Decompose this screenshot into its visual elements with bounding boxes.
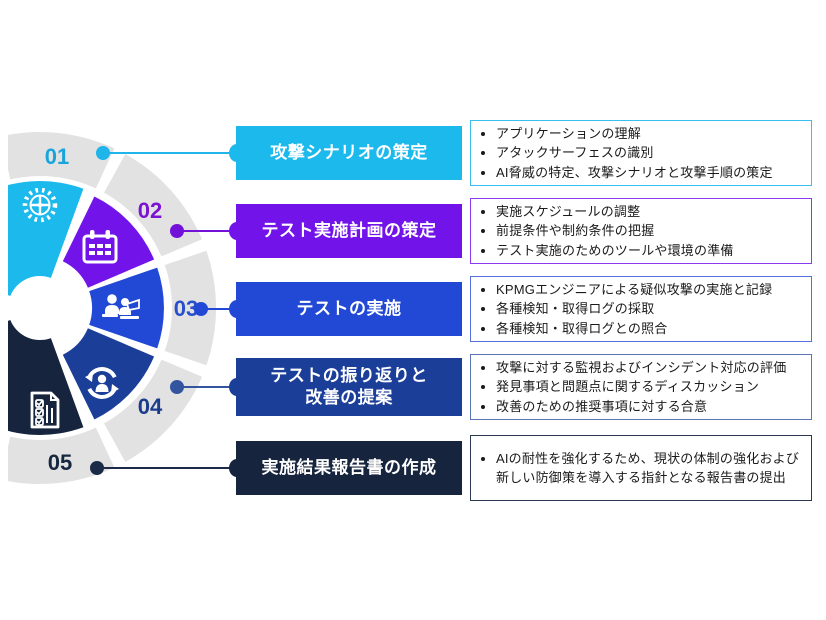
- bullet-item: アプリケーションの理解: [496, 124, 773, 144]
- step-4-details: 攻撃に対する監視およびインシデント対応の評価 発見事項と問題点に関するディスカッ…: [470, 354, 812, 420]
- step-1-details: アプリケーションの理解 アタックサーフェスの識別 AI脅威の特定、攻撃シナリオと…: [470, 120, 812, 186]
- step-1-title: 攻撃シナリオの策定: [270, 142, 428, 162]
- step-4-bullet-list: 攻撃に対する監視およびインシデント対応の評価 発見事項と問題点に関するディスカッ…: [479, 358, 786, 417]
- ring-arc: [8, 132, 115, 189]
- step-4-title-bar: テストの振り返りと 改善の提案: [236, 358, 462, 416]
- wheel-segment-4: [62, 328, 155, 420]
- step-number: 01: [45, 144, 69, 169]
- step-3-title: テストの実施: [296, 298, 402, 318]
- strategy-wheel-icon: [22, 187, 58, 223]
- connector-dot: [170, 224, 184, 238]
- step-2-details: 実施スケジュールの調整 前提条件や制約条件の把握 テスト実施のためのツールや環境…: [470, 198, 812, 264]
- calendar-icon: [82, 230, 118, 264]
- step-5-details: AIの耐性を強化するため、現状の体制の強化および新しい防御策を導入する指針となる…: [470, 435, 812, 501]
- connector-dot: [170, 380, 184, 394]
- bullet-item: アタックサーフェスの識別: [496, 143, 773, 163]
- team-workshop-icon: [102, 294, 140, 319]
- step-number: 02: [138, 198, 162, 223]
- step-2-bullet-list: 実施スケジュールの調整 前提条件や制約条件の把握 テスト実施のためのツールや環境…: [479, 202, 734, 261]
- bullet-item: AIの耐性を強化するため、現状の体制の強化および新しい防御策を導入する指針となる…: [496, 449, 801, 488]
- connector-dot: [194, 302, 208, 316]
- checklist-icon: [30, 391, 60, 429]
- connector-dot: [90, 461, 104, 475]
- ring-arc: [164, 250, 216, 366]
- step-5-title-bar: 実施結果報告書の作成: [236, 441, 462, 495]
- bullet-item: 改善のための推奨事項に対する合意: [496, 397, 786, 417]
- ring-arc: [8, 427, 115, 484]
- bullet-item: 前提条件や制約条件の把握: [496, 221, 734, 241]
- wheel-segment-5: [8, 320, 84, 435]
- connector-dot: [96, 146, 110, 160]
- step-3-bullet-list: KPMGエンジニアによる疑似攻撃の実施と記録 各種検知・取得ログの採取 各種検知…: [479, 280, 772, 339]
- bullet-item: 各種検知・取得ログの採取: [496, 299, 772, 319]
- refresh-person-icon: [85, 367, 119, 399]
- step-number: 04: [138, 394, 163, 419]
- step-2-title: テスト実施計画の策定: [261, 220, 437, 240]
- step-number: 05: [48, 450, 72, 475]
- wheel-segment-1: [8, 181, 84, 296]
- step-1-title-bar: 攻撃シナリオの策定: [236, 126, 462, 180]
- bullet-item: 実施スケジュールの調整: [496, 202, 734, 222]
- bullet-item: KPMGエンジニアによる疑似攻撃の実施と記録: [496, 280, 772, 300]
- bullet-item: 発見事項と問題点に関するディスカッション: [496, 377, 786, 397]
- wheel-segment-2: [62, 196, 155, 288]
- step-1-bullet-list: アプリケーションの理解 アタックサーフェスの識別 AI脅威の特定、攻撃シナリオと…: [479, 124, 773, 183]
- step-3-details: KPMGエンジニアによる疑似攻撃の実施と記録 各種検知・取得ログの採取 各種検知…: [470, 276, 812, 342]
- step-3-title-bar: テストの実施: [236, 282, 462, 336]
- bullet-item: AI脅威の特定、攻撃シナリオと攻撃手順の策定: [496, 163, 773, 183]
- bullet-item: 攻撃に対する監視およびインシデント対応の評価: [496, 358, 786, 378]
- step-4-title: テストの振り返りと 改善の提案: [270, 365, 428, 407]
- step-2-title-bar: テスト実施計画の策定: [236, 204, 462, 258]
- bullet-item: 各種検知・取得ログとの照合: [496, 319, 772, 339]
- bullet-item: テスト実施のためのツールや環境の準備: [496, 241, 734, 261]
- step-5-title: 実施結果報告書の作成: [261, 457, 437, 477]
- step-5-bullet-list: AIの耐性を強化するため、現状の体制の強化および新しい防御策を導入する指針となる…: [479, 449, 801, 488]
